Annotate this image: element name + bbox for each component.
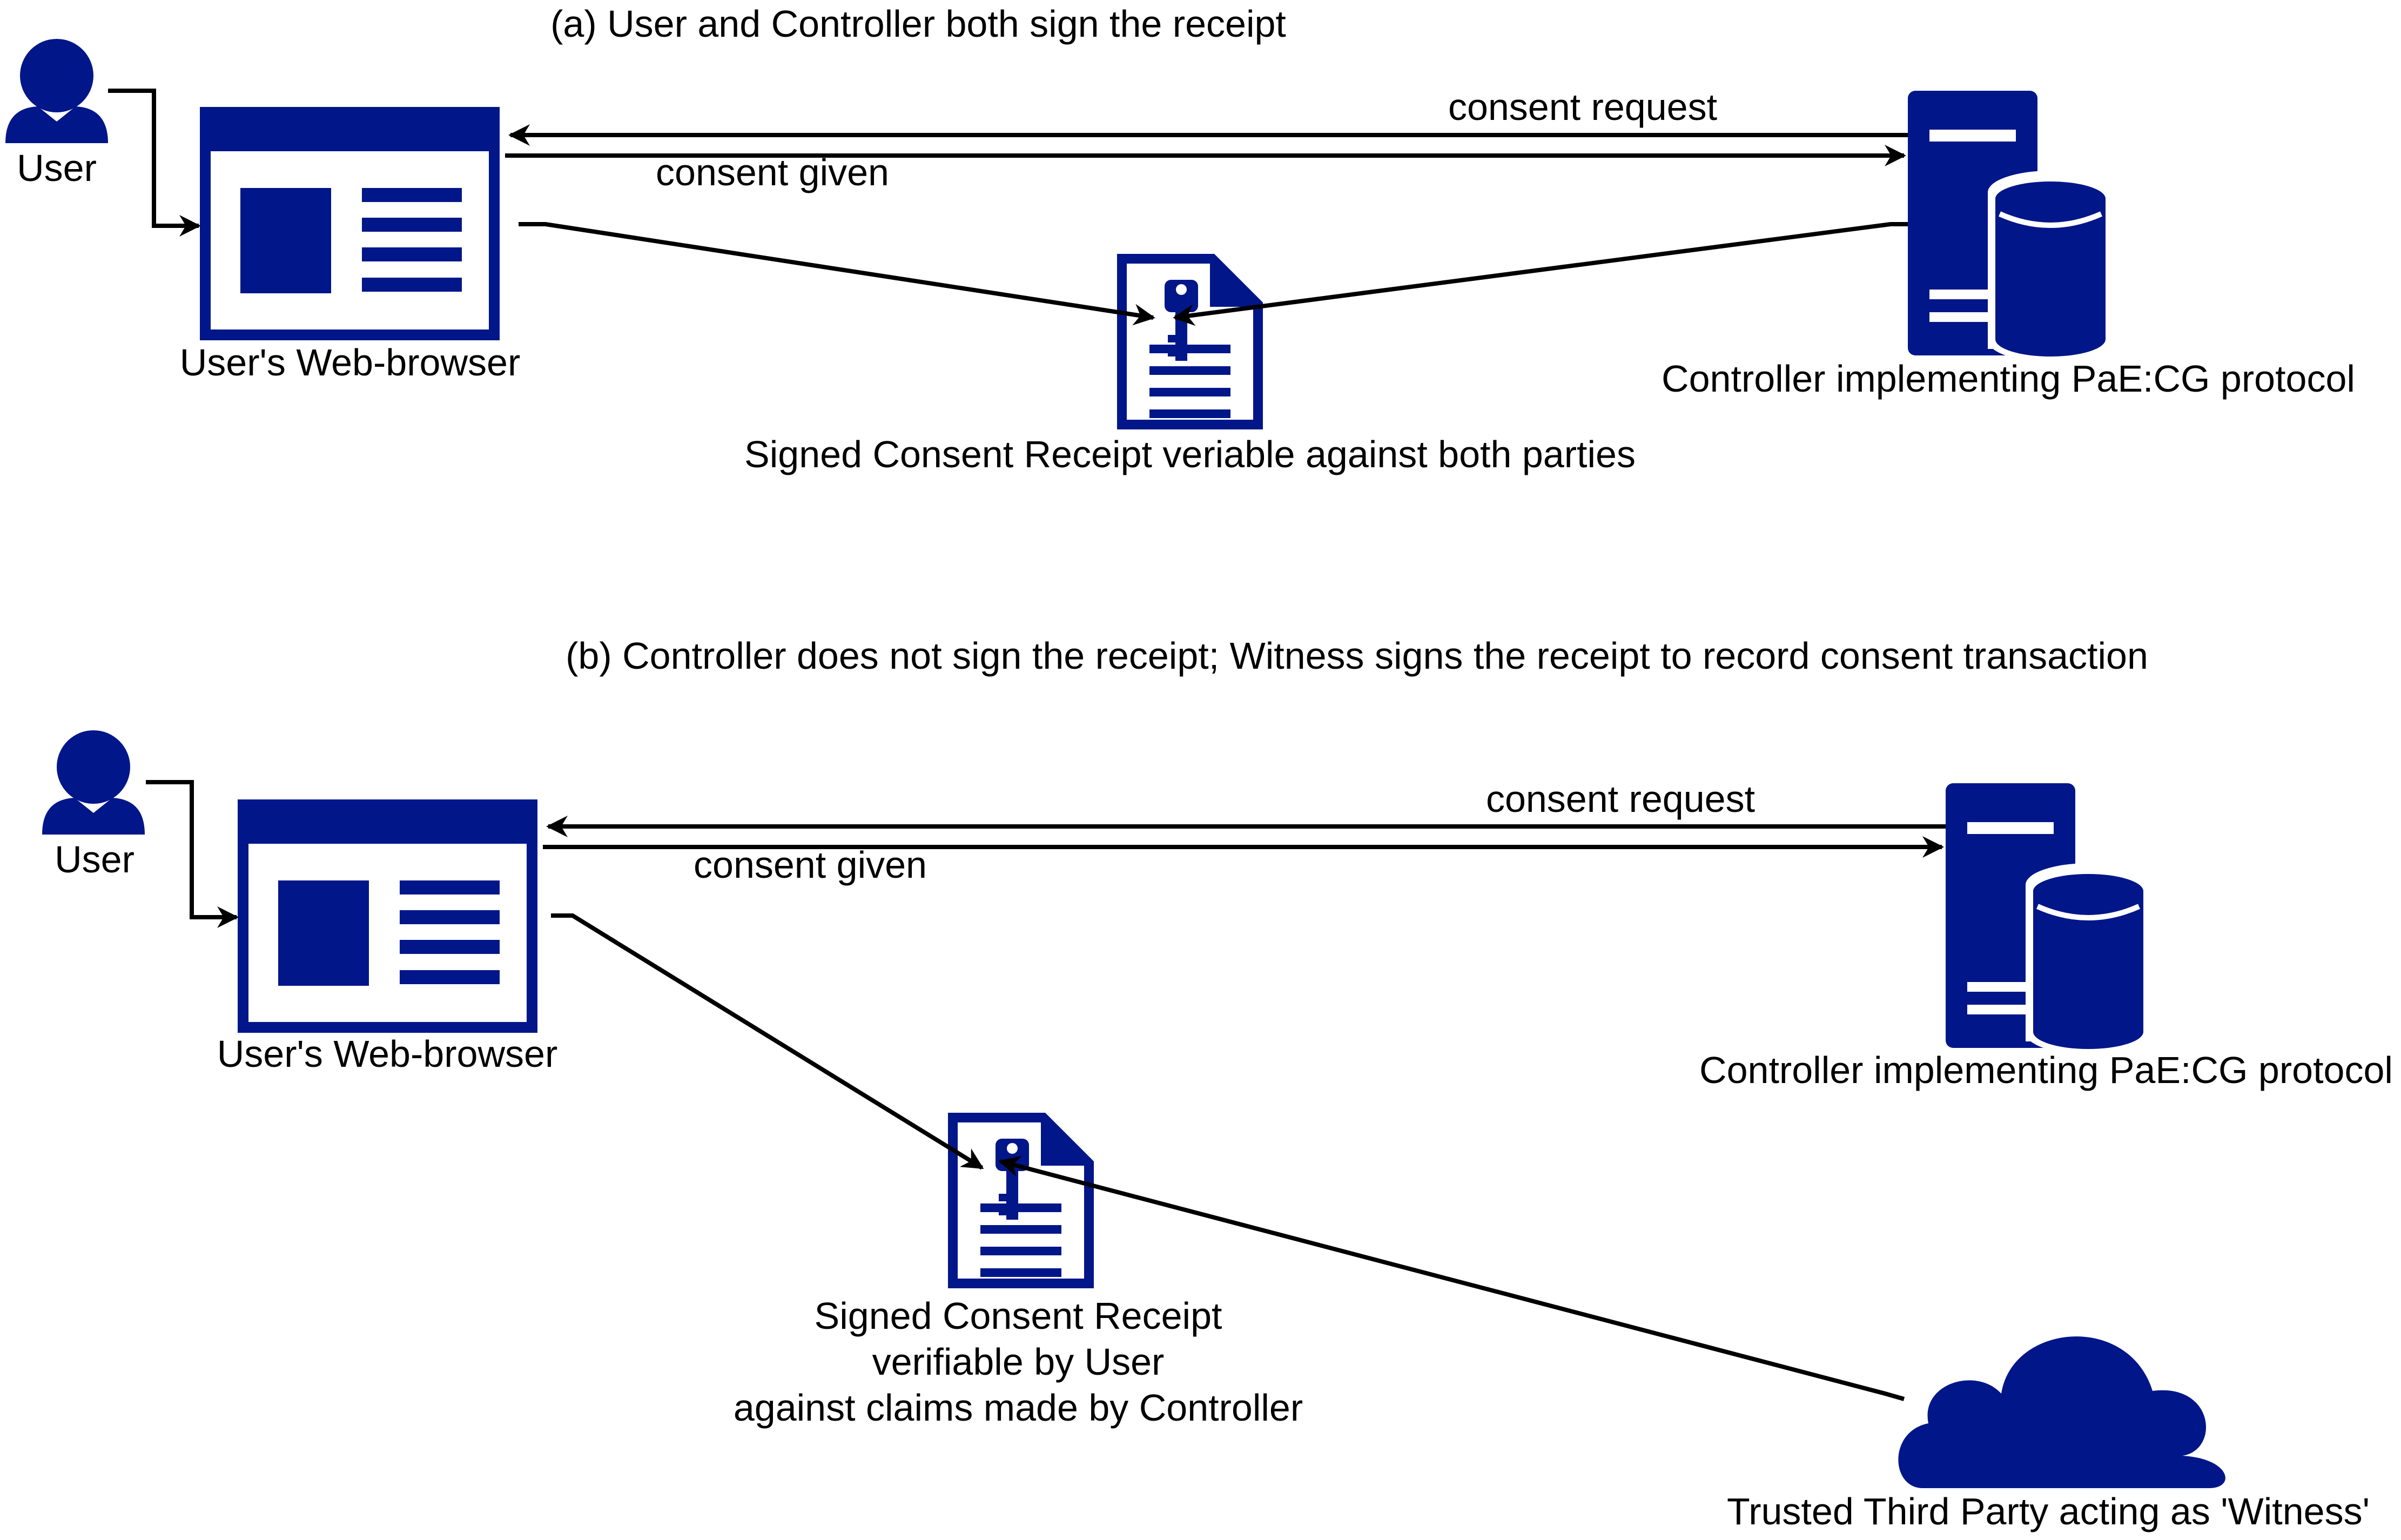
server-database-icon <box>1908 91 2113 362</box>
user-to-browser-arrow <box>108 89 201 237</box>
receipt-label-line-1: Signed Consent Receipt <box>815 1295 1222 1337</box>
web-browser-icon <box>200 107 500 340</box>
consent-request-label: consent request <box>1448 86 1717 128</box>
receipt-label-line-2: verifiable by User <box>872 1341 1165 1383</box>
web-browser-icon <box>238 799 537 1033</box>
panel-a: (a) User and Controller both sign the re… <box>5 3 2355 475</box>
consent-given-label: consent given <box>694 844 927 886</box>
panel-b: (b) Controller does not sign the receipt… <box>42 635 2393 1532</box>
signed-document-key-icon <box>948 1113 1094 1288</box>
receipt-label-line-3: against claims made by Controller <box>734 1387 1303 1429</box>
server-database-icon <box>1946 783 2151 1054</box>
witness-to-receipt-arrow <box>998 1155 1905 1401</box>
controller-label: Controller implementing PaE:CG protocol <box>1699 1049 2393 1091</box>
signed-document-key-icon <box>1117 254 1263 429</box>
user-icon <box>5 39 108 143</box>
panel-b-caption: (b) Controller does not sign the receipt… <box>566 635 2148 677</box>
browser-label: User's Web-browser <box>180 341 521 384</box>
user-to-browser-arrow <box>146 780 239 928</box>
cloud-icon <box>1898 1336 2225 1488</box>
browser-to-receipt-arrow <box>519 222 1155 326</box>
receipt-label: Signed Consent Receipt veriable against … <box>744 433 1636 475</box>
user-icon <box>42 730 145 835</box>
controller-label: Controller implementing PaE:CG protocol <box>1662 358 2355 400</box>
consent-request-label: consent request <box>1486 778 1755 820</box>
panel-a-caption: (a) User and Controller both sign the re… <box>550 3 1286 45</box>
browser-to-receipt-arrow <box>551 913 984 1170</box>
controller-to-receipt-arrow <box>1173 222 1908 326</box>
browser-label: User's Web-browser <box>217 1033 558 1075</box>
user-label: User <box>55 838 134 880</box>
witness-label: Trusted Third Party acting as 'Witness' <box>1727 1490 2370 1532</box>
user-label: User <box>17 147 97 189</box>
consent-given-label: consent given <box>656 151 889 193</box>
